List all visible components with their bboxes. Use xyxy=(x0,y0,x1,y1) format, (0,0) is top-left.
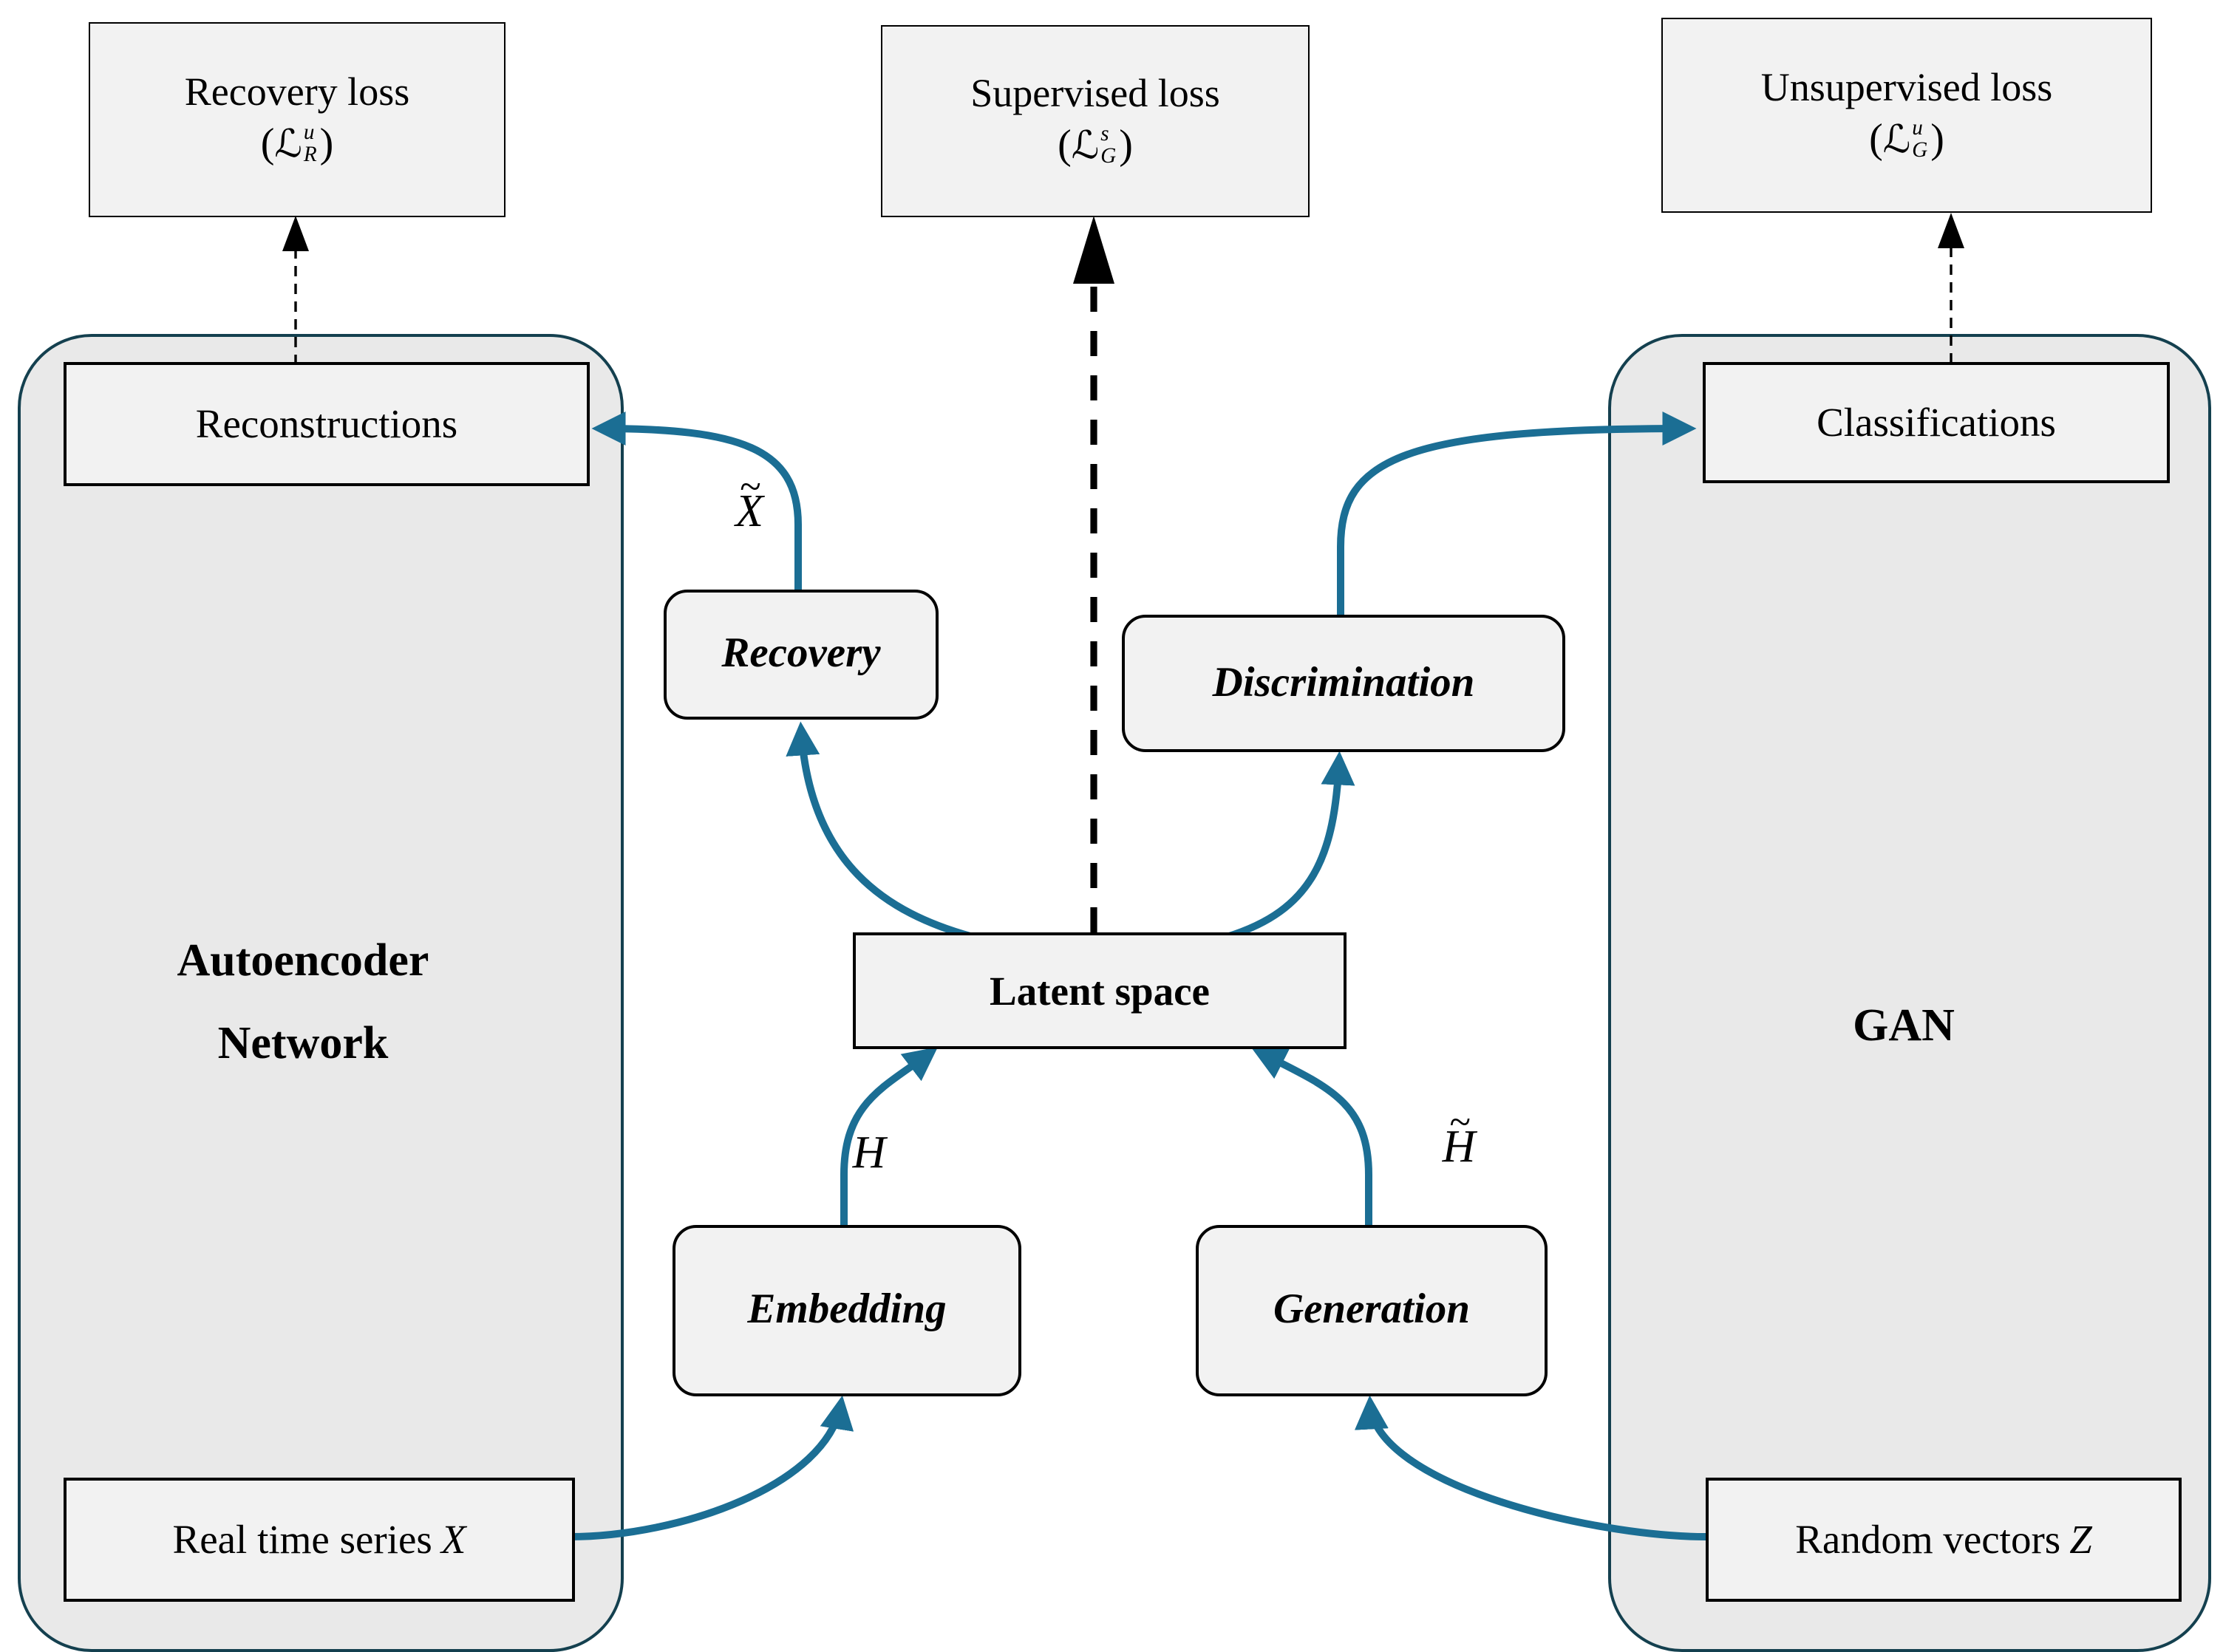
x-tilde-label: X~ xyxy=(735,465,763,536)
autoencoder-label-line2: Network xyxy=(217,1017,389,1068)
h-tilde-label: H~ xyxy=(1442,1101,1476,1172)
classifications-box: Classifications xyxy=(1703,362,2170,483)
var-z: Z xyxy=(2069,1516,2092,1562)
arrowhead-recovery-loss xyxy=(282,216,309,251)
arrow-generation-to-latent xyxy=(1251,1048,1372,1225)
h-label: H xyxy=(852,1126,886,1178)
reconstructions-box: Reconstructions xyxy=(64,362,590,486)
generation-process-box: Generation xyxy=(1196,1225,1548,1396)
latent-space-box: Latent space xyxy=(853,932,1347,1049)
recovery-loss-label: Recovery loss xyxy=(184,69,410,114)
recovery-process-box: Recovery xyxy=(664,590,939,720)
gan-label: GAN xyxy=(1853,999,1955,1051)
supervised-loss-label: Supervised loss xyxy=(970,70,1220,115)
autoencoder-label-line1: Autoencoder xyxy=(177,934,429,986)
var-x: X xyxy=(440,1516,466,1562)
gan-container xyxy=(1608,334,2211,1652)
arrow-latent-to-recovery xyxy=(786,721,974,941)
arrowhead-unsupervised-loss xyxy=(1938,213,1964,248)
arrow-latent-to-discrimination xyxy=(1225,751,1355,941)
arrowhead-supervised-loss xyxy=(1073,216,1114,284)
discrimination-process-box: Discrimination xyxy=(1122,615,1565,752)
autoencoder-network-container xyxy=(18,334,624,1652)
unsupervised-loss-label: Unsupervised loss xyxy=(1760,64,2053,109)
autoencoder-network-label: Autoencoder Network xyxy=(81,919,525,1085)
embedding-process-box: Embedding xyxy=(673,1225,1021,1396)
